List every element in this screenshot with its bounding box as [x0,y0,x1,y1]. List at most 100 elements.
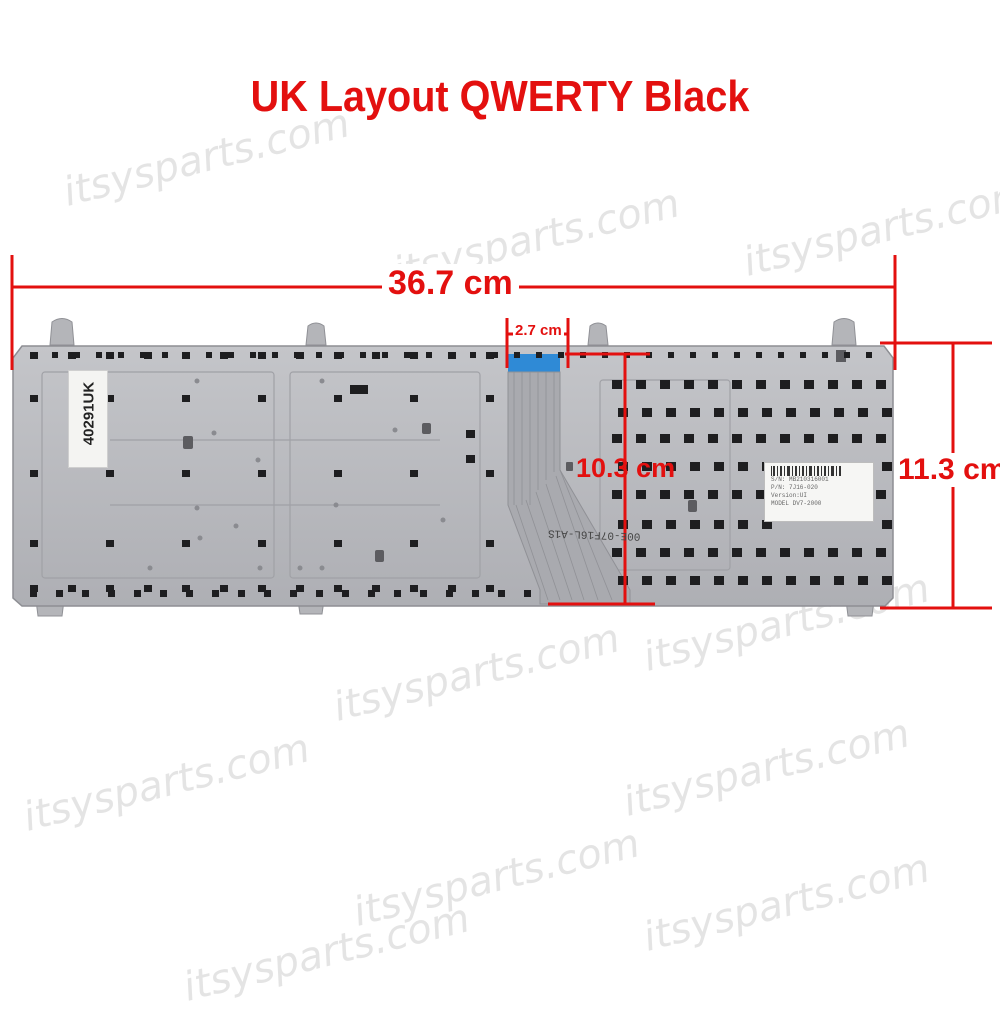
key-clip [756,380,766,389]
key-clip [738,462,748,471]
key-clip [372,585,380,592]
key-clip [238,590,245,597]
key-clip [778,352,784,358]
key-clip [642,408,652,417]
key-clip [618,408,628,417]
key-clip [810,408,820,417]
key-clip [342,590,349,597]
key-clip [52,352,58,358]
sku-text: 40291UK [80,381,98,446]
key-clip [30,395,38,402]
key-clip [106,585,114,592]
key-clip [612,548,622,557]
key-clip [68,352,76,359]
key-clip [666,462,676,471]
key-clip [220,585,228,592]
key-clip [338,352,344,358]
key-clip [834,576,844,585]
key-clip [708,380,718,389]
key-clip [382,352,388,358]
width-dimension-label: 36.7 cm [382,264,519,303]
key-clip [334,470,342,477]
key-clip [426,352,432,358]
key-clip [666,408,676,417]
key-clip [762,520,772,529]
serial-line: P/N: 7J16-020 [771,484,818,491]
key-clip [834,408,844,417]
key-clip [106,540,114,547]
key-clip [708,490,718,499]
key-clip [492,352,498,358]
key-clip [30,470,38,477]
key-clip [738,408,748,417]
key-clip [618,462,628,471]
key-clip [448,352,454,358]
key-clip [334,395,342,402]
key-clip [762,576,772,585]
key-clip [804,434,814,443]
key-clip [220,352,228,359]
barcode-icon [771,466,841,476]
key-clip [690,462,700,471]
key-clip [660,380,670,389]
key-clip [108,590,115,597]
key-clip [56,590,63,597]
key-clip [466,455,475,463]
key-clip [876,380,886,389]
key-clip [828,380,838,389]
key-clip [684,434,694,443]
key-clip [106,352,114,359]
key-clip [786,576,796,585]
key-clip [182,540,190,547]
key-clip [612,490,622,499]
key-clip [410,540,418,547]
key-clip [684,380,694,389]
key-clip [118,352,124,358]
height-dimension-label: 11.3 cm [898,453,1000,487]
key-clip [636,490,646,499]
cable-width-dimension-label: 2.7 cm [513,322,564,339]
key-clip [106,395,114,402]
key-clip [372,352,380,359]
key-clip [636,434,646,443]
key-clip [858,576,868,585]
serial-line: Version:UI [771,492,808,499]
key-clip [882,576,892,585]
key-clip [804,548,814,557]
key-clip [30,540,38,547]
key-clip [858,408,868,417]
key-clip [690,352,696,358]
key-clip [732,380,742,389]
key-clip [684,548,694,557]
key-clip [258,352,266,359]
key-clip [258,470,266,477]
key-clip [714,462,724,471]
key-clip [690,520,700,529]
key-clip [140,352,146,358]
ribbon-cable [507,354,631,605]
key-clip [612,434,622,443]
key-clip [486,395,494,402]
serial-line: S/N: MB210316001 [771,476,829,483]
key-clip [642,520,652,529]
key-clip [690,408,700,417]
key-clip [708,434,718,443]
key-clip [780,548,790,557]
key-clip [74,352,80,358]
key-clip [668,352,674,358]
key-clip [756,352,762,358]
key-clip [212,590,219,597]
key-clip [524,590,531,597]
key-clip [714,576,724,585]
key-clip [714,520,724,529]
key-clip [258,395,266,402]
key-clip [734,352,740,358]
key-clip [182,585,190,592]
key-clip [660,434,670,443]
key-clip [852,434,862,443]
key-clip [866,352,872,358]
key-clip [618,576,628,585]
key-clip [852,548,862,557]
key-clip [828,548,838,557]
key-clip [472,590,479,597]
